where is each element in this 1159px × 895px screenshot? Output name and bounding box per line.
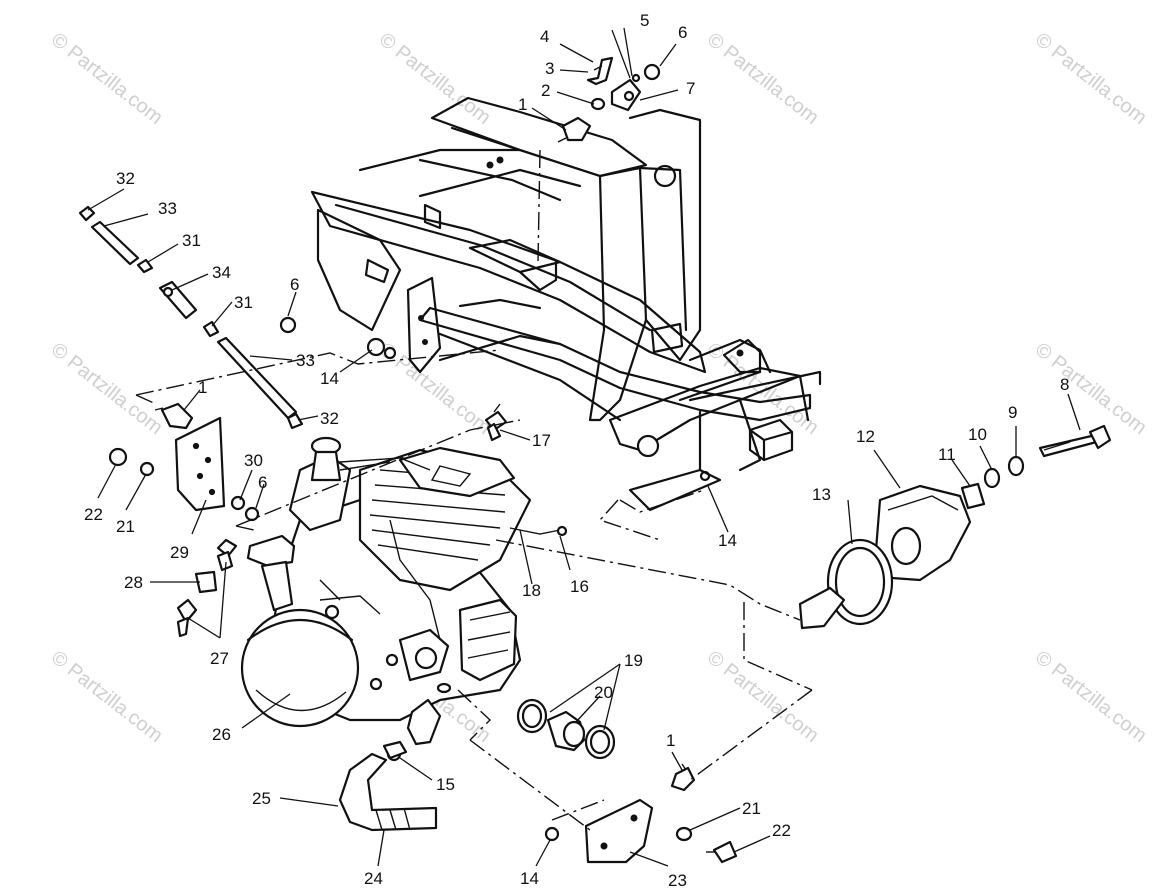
watermark: © Partzilla.com (703, 647, 823, 747)
callout-6-left: 6 (290, 275, 299, 294)
callout-23: 23 (668, 871, 687, 890)
callout-18: 18 (522, 581, 541, 600)
exhaust-pipe (338, 740, 438, 832)
fuel-line-and-filter (176, 538, 238, 638)
watermark: © Partzilla.com (375, 29, 495, 129)
watermark: © Partzilla.com (703, 29, 823, 129)
watermark: © Partzilla.com (1031, 339, 1151, 439)
callout-3: 3 (545, 59, 554, 78)
callout-21-bottom: 21 (742, 799, 761, 818)
watermark: © Partzilla.com (47, 647, 167, 747)
callout-9: 9 (1008, 403, 1017, 422)
callout-22-left: 22 (84, 505, 103, 524)
callout-6-mid: 6 (258, 473, 267, 492)
callout-6-top: 6 (678, 23, 687, 42)
callout-15: 15 (436, 775, 455, 794)
callout-8: 8 (1060, 375, 1069, 394)
callout-12: 12 (856, 427, 875, 446)
ground-wire (509, 525, 568, 537)
callout-1-top: 1 (518, 95, 527, 114)
callout-leader-lines (87, 27, 1081, 867)
vent-hose-assembly (78, 205, 304, 430)
callout-11: 11 (938, 445, 956, 464)
frame (310, 96, 822, 512)
left-mount-plate (108, 316, 397, 522)
callout-28: 28 (124, 573, 143, 592)
callout-4: 4 (540, 27, 549, 46)
callout-30: 30 (244, 451, 263, 470)
callout-22-bottom: 22 (772, 821, 791, 840)
callout-10: 10 (968, 425, 987, 444)
assembly-centerlines (135, 149, 813, 831)
callout-26: 26 (212, 725, 231, 744)
callout-1-left: 1 (198, 378, 207, 397)
callout-33-mid: 33 (296, 351, 315, 370)
callout-25: 25 (252, 789, 271, 808)
callout-32-top: 32 (116, 169, 135, 188)
callout-21-left: 21 (116, 517, 135, 536)
watermark: © Partzilla.com (1031, 647, 1151, 747)
callout-13: 13 (812, 485, 831, 504)
engine (240, 436, 532, 746)
callout-19: 19 (624, 651, 643, 670)
callout-16: 16 (570, 577, 589, 596)
callout-14-mid: 14 (320, 369, 339, 388)
drive-clutch (798, 424, 1112, 630)
lower-mount-plate (544, 763, 738, 864)
callout-5: 5 (640, 11, 649, 30)
callout-27: 27 (210, 649, 229, 668)
callout-33-top: 33 (158, 199, 177, 218)
callout-20: 20 (594, 683, 613, 702)
watermark: © Partzilla.com (47, 29, 167, 129)
callout-34: 34 (212, 263, 231, 282)
callout-1-bottom: 1 (666, 731, 675, 750)
callout-31-b: 31 (234, 293, 253, 312)
top-engine-mount-hardware (557, 56, 661, 143)
intake-boot-and-clamps (516, 698, 616, 760)
callout-17: 17 (532, 431, 551, 450)
callout-7: 7 (686, 79, 695, 98)
callout-29: 29 (170, 543, 189, 562)
callout-31-a: 31 (182, 231, 201, 250)
callout-labels: 4 5 6 3 2 7 1 32 33 31 34 31 6 33 14 1 3… (84, 11, 1069, 890)
callout-14-bottom: 14 (520, 869, 539, 888)
callout-14-right: 14 (718, 531, 737, 550)
callout-24: 24 (364, 869, 383, 888)
watermark: © Partzilla.com (47, 339, 167, 439)
spark-plug (484, 403, 508, 442)
watermark: © Partzilla.com (1031, 29, 1151, 129)
callout-32-mid: 32 (320, 409, 339, 428)
callout-2: 2 (541, 81, 550, 100)
